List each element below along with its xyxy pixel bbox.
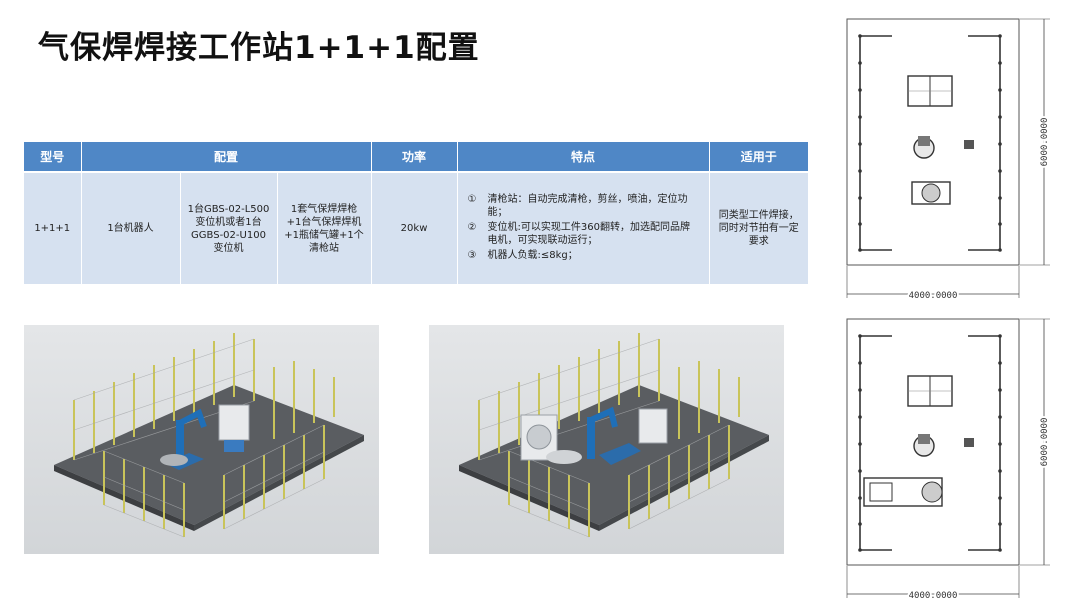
header-features: 特点 [457,142,710,172]
feature-text: 变位机:可以实现工件360翻转，加选配同品牌电机，可实现联动运行； [487,222,690,246]
feature-num: ② [467,222,477,233]
workstation-render-1 [24,325,379,554]
header-power: 功率 [371,142,458,172]
header-model: 型号 [24,142,82,172]
cell-model: 1+1+1 [24,171,82,284]
feature-num: ③ [467,250,477,261]
plan-1-width-label: 4000.0000 [909,291,958,300]
feature-text: 清枪站：自动完成清枪，剪丝，喷油，定位功能； [487,194,688,218]
header-applicable: 适用于 [709,142,809,172]
feature-text: 机器人负载:≤8kg； [487,250,578,261]
table-header-row: 型号 配置 功率 特点 适用于 [24,142,809,172]
cell-applicable: 同类型工件焊接，同时对节拍有一定要求 [709,171,809,284]
cell-config-positioner: 1台GBS-02-L500变位机或者1台GGBS-02-U100变位机 [180,171,278,284]
page-title: 气保焊焊接工作站1+1+1配置 [38,30,480,66]
floor-plan-1-drawing: 4000.0000 6000.0000 [846,18,1052,300]
plan-2-width-label: 4000.0000 [909,591,958,600]
floor-plan-2-drawing: 4000.0000 6000.0000 [846,318,1052,600]
floor-plan-2: 4000.0000 6000.0000 [846,318,1056,600]
cell-power: 20kw [371,171,458,284]
feature-item: ② 变位机:可以实现工件360翻转，加选配同品牌电机，可实现联动运行； [468,221,699,247]
workstation-render-2-image [459,333,769,538]
cell-config-robot: 1台机器人 [81,171,181,284]
header-config: 配置 [81,142,372,172]
feature-item: ① 清枪站：自动完成清枪，剪丝，喷油，定位功能； [468,193,699,219]
feature-num: ① [467,194,477,205]
cell-config-torch: 1套气保焊焊枪+1台气保焊焊机+1瓶储气罐+1个清枪站 [277,171,372,284]
feature-item: ③ 机器人负载:≤8kg； [468,249,699,262]
plan-2-height-label: 6000.0000 [1040,418,1050,467]
workstation-render-1-image [54,333,364,538]
floor-plan-1: 4000.0000 6000.0000 [846,18,1056,300]
workstation-render-2 [429,325,784,554]
table-row: 1+1+1 1台机器人 1台GBS-02-L500变位机或者1台GGBS-02-… [24,171,809,284]
plan-1-height-label: 6000.0000 [1040,118,1050,167]
spec-table: 型号 配置 功率 特点 适用于 1+1+1 1台机器人 1台GBS-02-L50… [24,142,809,284]
cell-features: ① 清枪站：自动完成清枪，剪丝，喷油，定位功能； ② 变位机:可以实现工件360… [457,171,710,284]
